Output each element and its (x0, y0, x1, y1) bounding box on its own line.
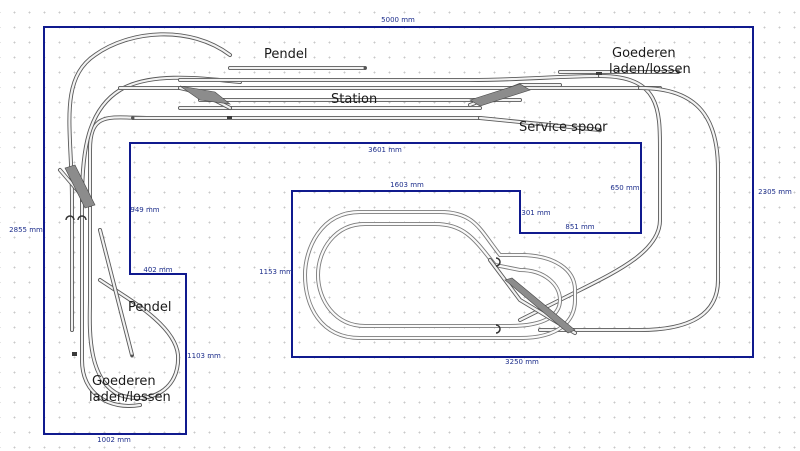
dim-pit-step: 301 mm (521, 209, 550, 217)
dim-inner-left: 949 mm (130, 206, 159, 214)
inner-oval (302, 210, 577, 340)
dim-pit-top: 1603 mm (390, 181, 424, 189)
right-loop-tracks (518, 74, 720, 332)
station-tracks (118, 66, 680, 132)
label-service-spoor: Service spoor (519, 120, 608, 135)
label-goederen-top-2: laden/lossen (609, 62, 691, 77)
label-pendel-top: Pendel (264, 47, 307, 62)
label-pendel-bottom: Pendel (128, 300, 171, 315)
dim-left-height: 2855 mm (9, 226, 43, 234)
dim-pit-step-width: 851 mm (565, 223, 594, 231)
main-loop-outer (87, 115, 181, 401)
dim-notch-width: 402 mm (143, 266, 172, 274)
left-column-tracks (58, 32, 242, 408)
dim-bottom-left: 1002 mm (97, 436, 131, 444)
dim-bottom-right: 3250 mm (505, 358, 539, 366)
dim-inner-top: 3601 mm (368, 146, 402, 154)
track-network (58, 32, 720, 408)
label-goederen-bottom-1: Goederen (92, 374, 156, 389)
label-goederen-bottom-2: laden/lossen (89, 390, 171, 405)
dim-left-leg-height: 1103 mm (187, 352, 221, 360)
switches (64, 83, 576, 334)
label-goederen-top-1: Goederen (612, 46, 676, 61)
label-station: Station (331, 92, 377, 107)
dim-pit-left: 1153 mm (259, 268, 293, 276)
layout-outline (43, 26, 754, 435)
buffer-stops (65, 66, 680, 358)
dim-right-height: 2305 mm (758, 188, 792, 196)
dim-top-width: 5000 mm (381, 16, 415, 24)
dim-pit-right: 650 mm (610, 184, 639, 192)
